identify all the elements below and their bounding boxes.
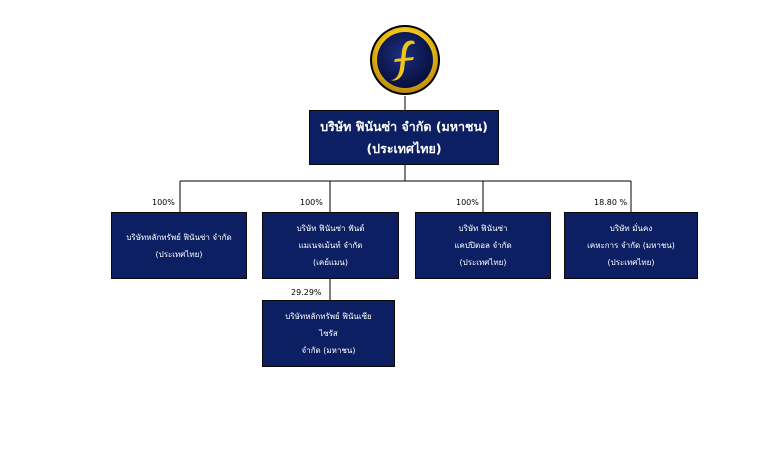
- child-2-line-1: บริษัท ฟินันซ่า ฟันด์: [296, 224, 365, 233]
- grandchild-ownership-percent: 29.29%: [291, 288, 322, 297]
- company-logo: [369, 24, 441, 96]
- child-company-box-2: บริษัท ฟินันซ่า ฟันด์ แมเนจเม้นท์ จำกัด …: [262, 212, 399, 279]
- child-3-line-2: แคปปิตอล จำกัด: [454, 241, 512, 250]
- grandchild-company-box: บริษัทหลักทรัพย์ ฟินันเซีย ไซรัส จำกัด (…: [262, 300, 395, 367]
- finansa-f-logo-icon: [370, 25, 440, 95]
- child-1-line-1: บริษัทหลักทรัพย์ ฟินันซ่า จำกัด: [126, 232, 232, 242]
- child-3-line-1: บริษัท ฟินันซ่า: [458, 224, 508, 233]
- child-2-ownership-percent: 100%: [300, 198, 323, 207]
- child-company-box-3: บริษัท ฟินันซ่า แคปปิตอล จำกัด (ประเทศไท…: [415, 212, 551, 279]
- child-4-ownership-percent: 18.80 %: [594, 198, 628, 207]
- child-company-box-4: บริษัท มั่นคง เคหะการ จำกัด (มหาชน) (ประ…: [564, 212, 698, 279]
- parent-company-name: บริษัท ฟินันซ่า จำกัด (มหาชน): [320, 118, 488, 134]
- child-1-ownership-percent: 100%: [152, 198, 175, 207]
- child-4-line-1: บริษัท มั่นคง: [609, 224, 653, 233]
- child-3-ownership-percent: 100%: [456, 198, 479, 207]
- grandchild-line-2: ไซรัส: [319, 329, 338, 338]
- child-1-line-2: (ประเทศไทย): [155, 249, 203, 259]
- child-2-line-2: แมเนจเม้นท์ จำกัด: [298, 241, 363, 250]
- child-company-box-1: บริษัทหลักทรัพย์ ฟินันซ่า จำกัด (ประเทศไ…: [111, 212, 247, 279]
- child-3-line-3: (ประเทศไทย): [459, 258, 507, 267]
- grandchild-line-3: จำกัด (มหาชน): [301, 346, 356, 355]
- child-4-line-3: (ประเทศไทย): [607, 258, 655, 267]
- parent-company-country: (ประเทศไทย): [366, 140, 442, 156]
- child-2-line-3: (เคย์แมน): [313, 258, 348, 267]
- grandchild-line-1: บริษัทหลักทรัพย์ ฟินันเซีย: [285, 312, 372, 321]
- parent-company-box: บริษัท ฟินันซ่า จำกัด (มหาชน) (ประเทศไทย…: [309, 110, 499, 165]
- child-4-line-2: เคหะการ จำกัด (มหาชน): [587, 241, 675, 250]
